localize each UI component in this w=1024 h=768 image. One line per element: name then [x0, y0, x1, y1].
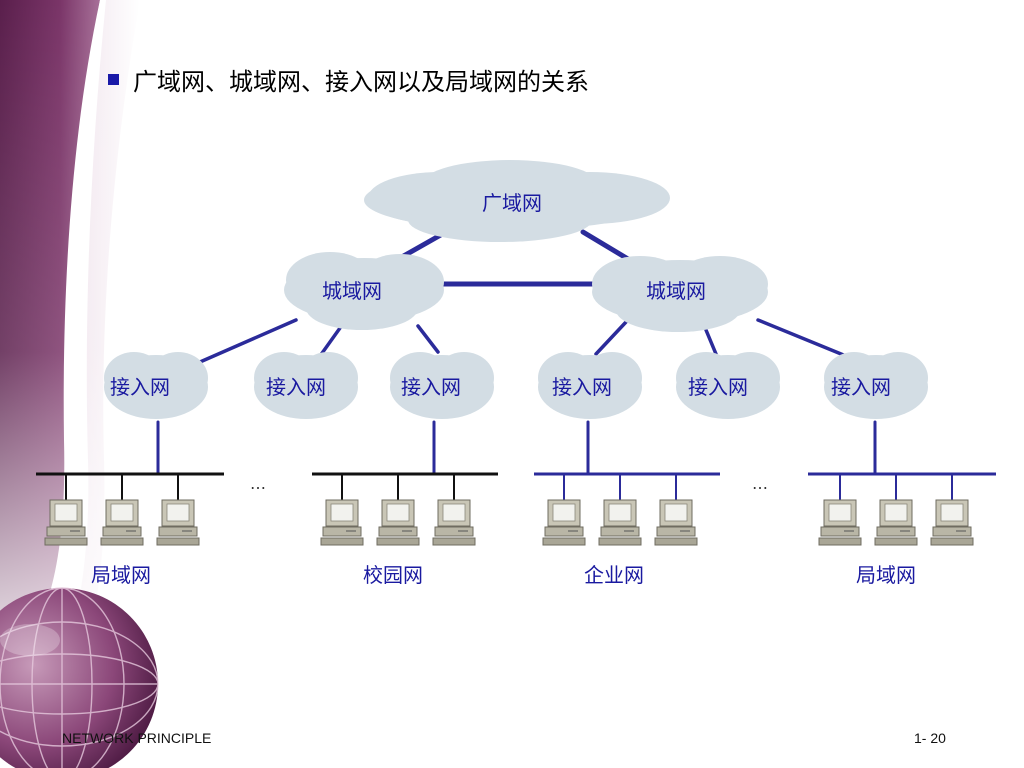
man-label-right: 城域网: [646, 279, 706, 303]
access-label-3: 接入网: [401, 375, 461, 399]
access-label-4: 接入网: [552, 375, 612, 399]
lan-label-1: 局域网: [91, 563, 151, 587]
computer-icon: [654, 474, 698, 546]
ellipsis-right: …: [752, 474, 768, 493]
footer-course-name: NETWORK PRINCIPLE: [62, 730, 212, 746]
computers-group: [44, 474, 974, 546]
link-man-access-6: [756, 318, 848, 358]
cloud-access-6: 接入网: [824, 352, 928, 419]
cloud-access-4: 接入网: [538, 352, 642, 419]
wan-label: 广域网: [482, 191, 542, 215]
computer-icon: [542, 474, 586, 546]
computer-icon: [320, 474, 364, 546]
link-man-access-1: [198, 318, 298, 364]
computer-icon: [598, 474, 642, 546]
cloud-access-5: 接入网: [676, 352, 780, 419]
ellipsis-left: …: [250, 474, 266, 493]
man-label-left: 城域网: [322, 279, 382, 303]
link-man-access-3: [416, 324, 440, 354]
slide-title: 广域网、城域网、接入网以及局域网的关系: [108, 62, 589, 97]
computer-icon: [100, 474, 144, 546]
access-label-2: 接入网: [266, 375, 326, 399]
computer-icon: [44, 474, 88, 546]
cloud-man-left: 城域网: [284, 252, 444, 330]
cloud-access-3: 接入网: [390, 352, 494, 419]
lan-label-2: 校园网: [363, 563, 423, 587]
network-links: [156, 225, 877, 476]
access-label-1: 接入网: [110, 375, 170, 399]
computer-icon: [432, 474, 476, 546]
computer-icon: [376, 474, 420, 546]
link-man-access-5: [704, 328, 718, 356]
link-wan-man-right: [580, 229, 636, 265]
cloud-wan: 广域网: [364, 160, 670, 242]
lan-label-4: 局域网: [856, 563, 916, 587]
cloud-man-right: 城域网: [592, 256, 768, 332]
cloud-access-1: 接入网: [104, 352, 208, 419]
lan-label-3: 企业网: [584, 563, 644, 587]
link-man-access-4: [594, 320, 628, 356]
computer-icon: [818, 474, 862, 546]
cloud-access-2: 接入网: [254, 352, 358, 419]
square-bullet-icon: [108, 74, 119, 85]
access-label-5: 接入网: [688, 375, 748, 399]
computer-icon: [930, 474, 974, 546]
access-label-6: 接入网: [831, 375, 891, 399]
link-man-access-2: [318, 326, 342, 358]
footer-page-number: 1- 20: [914, 730, 946, 746]
computer-icon: [156, 474, 200, 546]
globe-icon: [0, 587, 159, 768]
slide-title-text: 广域网、城域网、接入网以及局域网的关系: [133, 68, 589, 96]
computer-icon: [874, 474, 918, 546]
